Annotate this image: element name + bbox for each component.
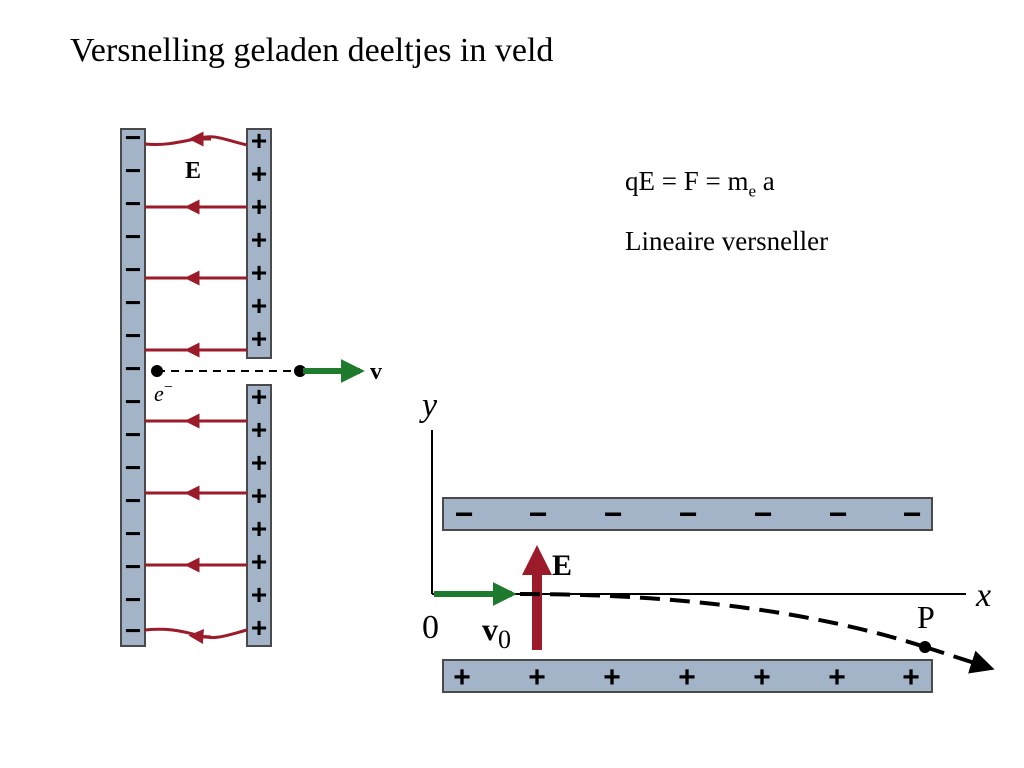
- negative-sign: −: [455, 496, 474, 532]
- equation-main: qE = F = m: [625, 166, 749, 196]
- equation-subscript: e: [748, 181, 757, 201]
- positive-sign: +: [251, 381, 267, 412]
- negative-sign: −: [125, 518, 141, 549]
- negative-plate-top-signs: − − − − − − −: [455, 496, 922, 532]
- positive-sign: +: [251, 323, 267, 354]
- positive-sign: +: [251, 191, 267, 222]
- negative-plate-signs: − − − − − − − − − − − − − − − −: [125, 122, 141, 646]
- negative-sign: −: [679, 496, 698, 532]
- positive-sign: +: [251, 224, 267, 255]
- positive-sign: +: [251, 414, 267, 445]
- negative-sign: −: [125, 188, 141, 219]
- point-p-dot: [919, 641, 931, 653]
- right-deflection-diagram: y − − − − − − − x 0 v0 E P + +: [419, 387, 995, 694]
- electron-start-dot: [151, 365, 163, 377]
- electron-label: e−: [154, 379, 173, 406]
- velocity-label-left: v: [370, 359, 382, 385]
- x-axis-label: x: [975, 577, 991, 614]
- origin-label: 0: [422, 609, 439, 646]
- negative-sign: −: [903, 496, 922, 532]
- negative-sign: −: [125, 221, 141, 252]
- positive-sign: +: [528, 661, 546, 694]
- negative-sign: −: [125, 615, 141, 646]
- slide-title: Versnelling geladen deeltjes in veld: [70, 32, 554, 69]
- positive-plate-lower: [246, 384, 272, 647]
- positive-sign: +: [603, 661, 621, 694]
- negative-plate-left: [120, 128, 146, 647]
- negative-sign: −: [125, 320, 141, 351]
- equation-tail: a: [756, 166, 775, 196]
- negative-sign: −: [125, 551, 141, 582]
- positive-sign: +: [453, 661, 471, 694]
- positive-sign: +: [251, 546, 267, 577]
- positive-plate-bottom-signs: + + + + + + +: [453, 661, 920, 694]
- positive-sign: +: [251, 612, 267, 643]
- trajectory-arrow: [924, 645, 995, 674]
- field-line-arrow: [188, 629, 212, 644]
- negative-sign: −: [125, 452, 141, 483]
- negative-sign: −: [125, 353, 141, 384]
- positive-sign: +: [251, 125, 267, 156]
- negative-sign: −: [604, 496, 623, 532]
- positive-sign: +: [251, 579, 267, 610]
- y-axis-label: y: [419, 387, 438, 424]
- negative-sign: −: [125, 254, 141, 285]
- negative-plate-top: [442, 497, 933, 531]
- positive-sign: +: [251, 480, 267, 511]
- field-label-right: E: [552, 549, 572, 582]
- positive-sign: +: [678, 661, 696, 694]
- velocity-label-v0: v0: [482, 611, 511, 654]
- negative-sign: −: [125, 287, 141, 318]
- negative-sign: −: [754, 496, 773, 532]
- negative-sign: −: [529, 496, 548, 532]
- positive-sign: +: [828, 661, 846, 694]
- positive-sign: +: [251, 290, 267, 321]
- linear-accelerator-caption: Lineaire versneller: [625, 226, 829, 256]
- field-label-left: E: [185, 158, 201, 184]
- negative-sign: −: [125, 386, 141, 417]
- positive-plate-bottom: [442, 659, 933, 693]
- field-lines-left: [144, 131, 248, 644]
- negative-sign: −: [829, 496, 848, 532]
- left-capacitor-diagram: − − − − − − − − − − − − − − − − + + + + …: [120, 122, 382, 647]
- negative-sign: −: [125, 584, 141, 615]
- positive-sign: +: [753, 661, 771, 694]
- positive-sign: +: [251, 447, 267, 478]
- negative-sign: −: [125, 155, 141, 186]
- negative-sign: −: [125, 419, 141, 450]
- electron-trajectory: [519, 592, 926, 649]
- negative-sign: −: [125, 485, 141, 516]
- point-p-label: P: [917, 599, 935, 635]
- positive-plate-upper: [246, 128, 272, 359]
- positive-sign: +: [251, 158, 267, 189]
- positive-sign: +: [902, 661, 920, 694]
- positive-sign: +: [251, 257, 267, 288]
- negative-sign: −: [125, 122, 141, 153]
- positive-sign: +: [251, 513, 267, 544]
- positive-plate-signs: + + + + + + + + + + + + + + +: [251, 125, 267, 643]
- force-equation: qE = F = me a: [625, 166, 775, 201]
